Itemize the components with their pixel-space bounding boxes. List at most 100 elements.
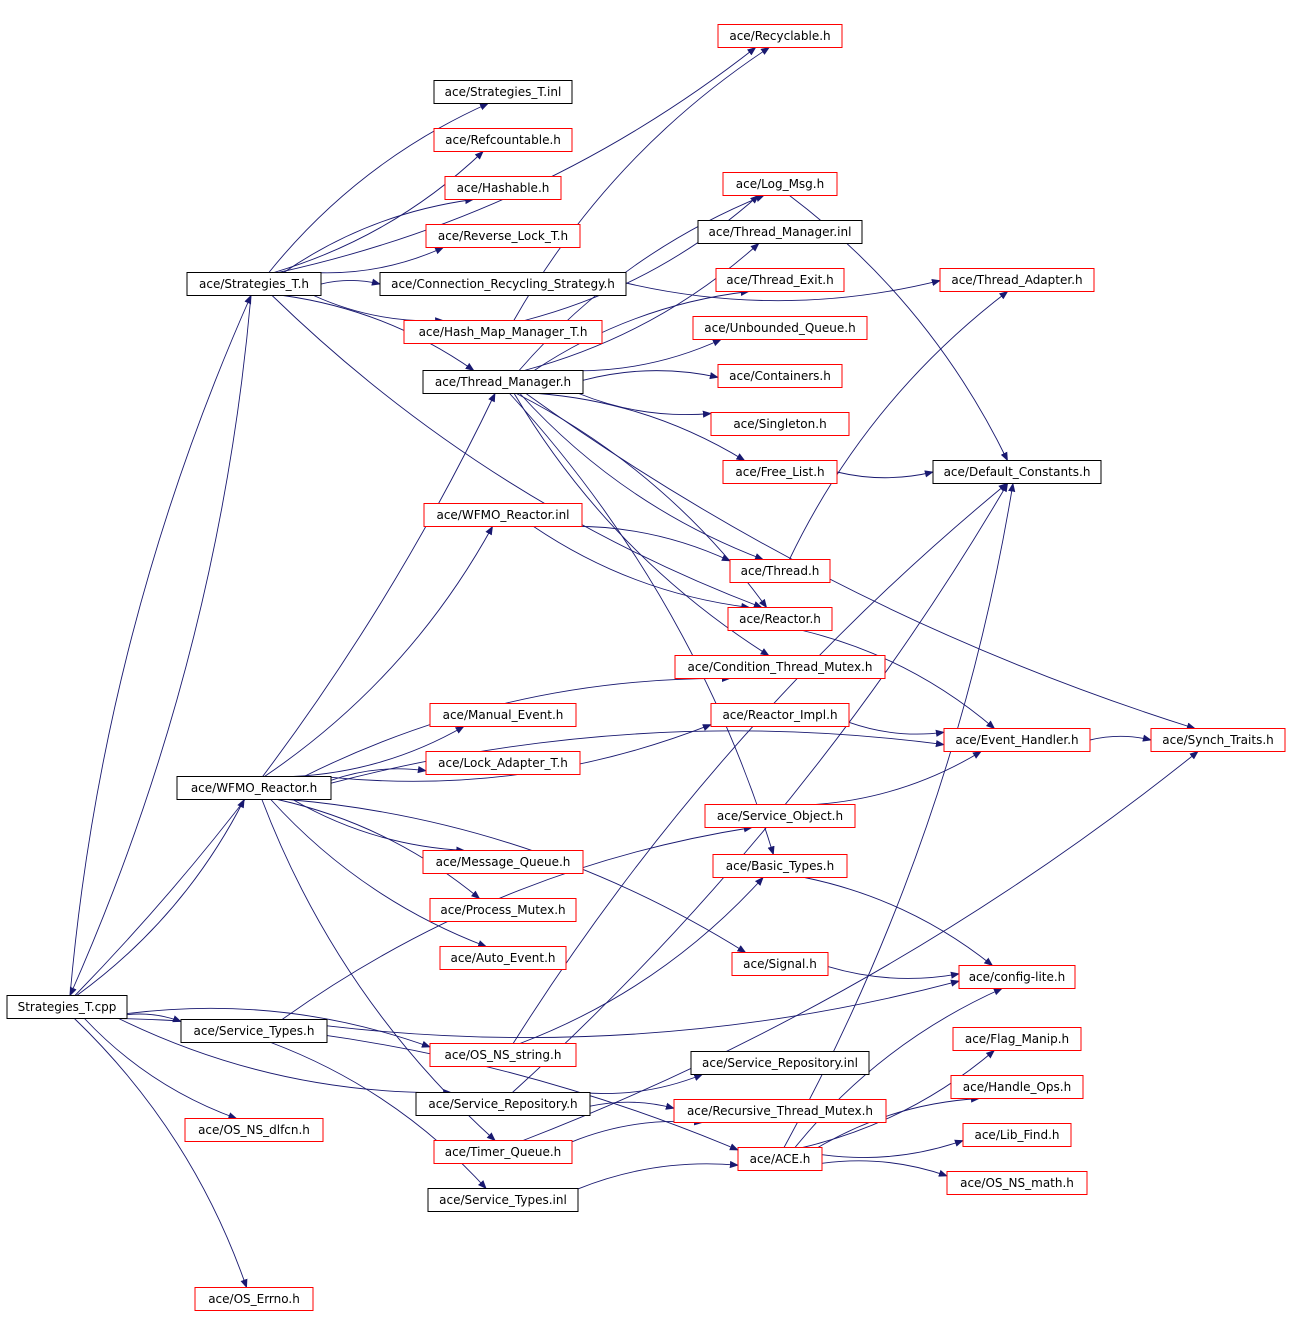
node-ace-lock-adapter-t-h[interactable]: ace/Lock_Adapter_T.h [425, 751, 581, 775]
node-ace-signal-h[interactable]: ace/Signal.h [731, 952, 829, 976]
node-ace-wfmo-reactor-inl[interactable]: ace/WFMO_Reactor.inl [423, 503, 583, 527]
edge-basic-types-to-config-lite [804, 877, 994, 967]
node-box [712, 854, 848, 878]
node-ace-default-constants-h[interactable]: ace/Default_Constants.h [932, 460, 1102, 484]
edge-thr-mgr-to-singleton [578, 393, 712, 418]
node-label: ace/Manual_Event.h [443, 708, 564, 722]
edge-strat-h-to-strat-inl [268, 103, 489, 273]
node-ace-ace-h[interactable]: ace/ACE.h [737, 1147, 823, 1171]
node-box [429, 703, 577, 727]
node-strategies-t-cpp[interactable]: Strategies_T.cpp [6, 995, 128, 1019]
node-label: ace/Process_Mutex.h [440, 903, 565, 917]
node-ace-thread-manager-h[interactable]: ace/Thread_Manager.h [422, 370, 584, 394]
node-ace-unbounded-queue-h[interactable]: ace/Unbounded_Queue.h [692, 316, 868, 340]
edge-wfmo-h-to-cond-mutex [303, 674, 731, 777]
node-ace-lib-find-h[interactable]: ace/Lib_Find.h [962, 1123, 1072, 1147]
node-ace-strategies-t-inl[interactable]: ace/Strategies_T.inl [433, 80, 573, 104]
node-ace-recursive-thread-mutex-h[interactable]: ace/Recursive_Thread_Mutex.h [673, 1099, 887, 1123]
node-label: ace/OS_NS_dlfcn.h [198, 1123, 310, 1137]
node-ace-os-ns-math-h[interactable]: ace/OS_NS_math.h [946, 1171, 1088, 1195]
node-ace-os-errno-h[interactable]: ace/OS_Errno.h [194, 1287, 314, 1311]
node-ace-reverse-lock-t-h[interactable]: ace/Reverse_Lock_T.h [425, 224, 581, 248]
node-ace-hashable-h[interactable]: ace/Hashable.h [444, 176, 562, 200]
node-box [433, 80, 573, 104]
node-box [433, 1140, 573, 1164]
node-label: ace/Singleton.h [733, 417, 826, 431]
node-ace-handle-ops-h[interactable]: ace/Handle_Ops.h [950, 1075, 1084, 1099]
node-box [737, 1147, 823, 1171]
edges-layer [69, 46, 1199, 1289]
node-box [690, 1051, 870, 1075]
edge-strat-h-to-thr-mgr [283, 295, 475, 372]
node-ace-reactor-impl-h[interactable]: ace/Reactor_Impl.h [710, 703, 850, 727]
node-ace-singleton-h[interactable]: ace/Singleton.h [710, 412, 850, 436]
node-ace-service-types-inl[interactable]: ace/Service_Types.inl [427, 1188, 579, 1212]
edge-strat-h-to-root [69, 295, 252, 997]
node-label: ace/Connection_Recycling_Strategy.h [391, 277, 615, 291]
node-ace-hash-map-manager-t-h[interactable]: ace/Hash_Map_Manager_T.h [403, 320, 603, 344]
node-ace-connection-recycling-strategy-h[interactable]: ace/Connection_Recycling_Strategy.h [379, 272, 627, 296]
node-ace-config-lite-h[interactable]: ace/config-lite.h [958, 965, 1076, 989]
node-ace-synch-traits-h[interactable]: ace/Synch_Traits.h [1150, 728, 1286, 752]
edge-thr-mgr-to-synch-traits [525, 393, 1196, 730]
node-ace-log-msg-h[interactable]: ace/Log_Msg.h [722, 172, 838, 196]
node-box [6, 995, 128, 1019]
node-label: ace/Signal.h [743, 957, 817, 971]
node-label: ace/Basic_Types.h [726, 859, 834, 873]
node-ace-auto-event-h[interactable]: ace/Auto_Event.h [439, 946, 567, 970]
node-box [727, 607, 833, 631]
node-box [962, 1123, 1072, 1147]
edge-wfmo-h-to-proc-mutex [277, 799, 481, 900]
node-ace-os-ns-string-h[interactable]: ace/OS_NS_string.h [429, 1043, 577, 1067]
edge-root-to-svc-repo-h [118, 1018, 453, 1097]
node-ace-reactor-h[interactable]: ace/Reactor.h [727, 607, 833, 631]
node-ace-service-object-h[interactable]: ace/Service_Object.h [704, 804, 856, 828]
node-label: ace/WFMO_Reactor.inl [436, 508, 569, 522]
node-ace-refcountable-h[interactable]: ace/Refcountable.h [433, 128, 573, 152]
node-label: ace/Lib_Find.h [974, 1128, 1059, 1142]
node-label: ace/Log_Msg.h [736, 177, 824, 191]
node-ace-recyclable-h[interactable]: ace/Recyclable.h [717, 24, 843, 48]
node-ace-containers-h[interactable]: ace/Containers.h [717, 364, 843, 388]
node-ace-timer-queue-h[interactable]: ace/Timer_Queue.h [433, 1140, 573, 1164]
node-ace-thread-manager-inl[interactable]: ace/Thread_Manager.inl [697, 220, 863, 244]
node-box [710, 703, 850, 727]
node-ace-thread-h[interactable]: ace/Thread.h [729, 559, 831, 583]
node-ace-flag-manip-h[interactable]: ace/Flag_Manip.h [952, 1027, 1082, 1051]
node-box [722, 460, 838, 484]
node-label: ace/Service_Repository.h [428, 1097, 577, 1111]
node-label: ace/Message_Queue.h [436, 855, 571, 869]
node-ace-service-repository-h[interactable]: ace/Service_Repository.h [415, 1092, 591, 1116]
node-box [710, 412, 850, 436]
node-ace-condition-thread-mutex-h[interactable]: ace/Condition_Thread_Mutex.h [674, 655, 886, 679]
edge-wfmo-h-to-lock-adapter [330, 766, 427, 781]
node-box [186, 272, 322, 296]
node-box [423, 503, 583, 527]
node-ace-basic-types-h[interactable]: ace/Basic_Types.h [712, 854, 848, 878]
node-ace-free-list-h[interactable]: ace/Free_List.h [722, 460, 838, 484]
node-label: ace/Thread_Manager.h [435, 375, 571, 389]
node-ace-os-ns-dlfcn-h[interactable]: ace/OS_NS_dlfcn.h [184, 1118, 324, 1142]
edge-wfmo-h-to-wfmo-inl [264, 525, 493, 777]
node-label: ace/Hashable.h [457, 181, 550, 195]
edge-os-string-to-basic-types [519, 876, 764, 1044]
node-ace-service-types-h[interactable]: ace/Service_Types.h [180, 1019, 328, 1043]
node-ace-thread-exit-h[interactable]: ace/Thread_Exit.h [715, 268, 845, 292]
node-ace-event-handler-h[interactable]: ace/Event_Handler.h [943, 728, 1091, 752]
node-ace-manual-event-h[interactable]: ace/Manual_Event.h [429, 703, 577, 727]
node-ace-thread-adapter-h[interactable]: ace/Thread_Adapter.h [939, 268, 1095, 292]
node-ace-message-queue-h[interactable]: ace/Message_Queue.h [422, 850, 584, 874]
node-box [939, 268, 1095, 292]
node-ace-wfmo-reactor-h[interactable]: ace/WFMO_Reactor.h [176, 776, 332, 800]
node-box [422, 370, 584, 394]
node-box [194, 1287, 314, 1311]
node-label: ace/Strategies_T.inl [445, 85, 562, 99]
node-label: Strategies_T.cpp [18, 1000, 117, 1014]
node-label: ace/Handle_Ops.h [963, 1080, 1071, 1094]
node-box [422, 850, 584, 874]
node-ace-strategies-t-h[interactable]: ace/Strategies_T.h [186, 272, 322, 296]
edge-svc-types-inl-to-ace-h [577, 1160, 739, 1190]
node-ace-service-repository-inl[interactable]: ace/Service_Repository.inl [690, 1051, 870, 1075]
node-ace-process-mutex-h[interactable]: ace/Process_Mutex.h [429, 898, 577, 922]
